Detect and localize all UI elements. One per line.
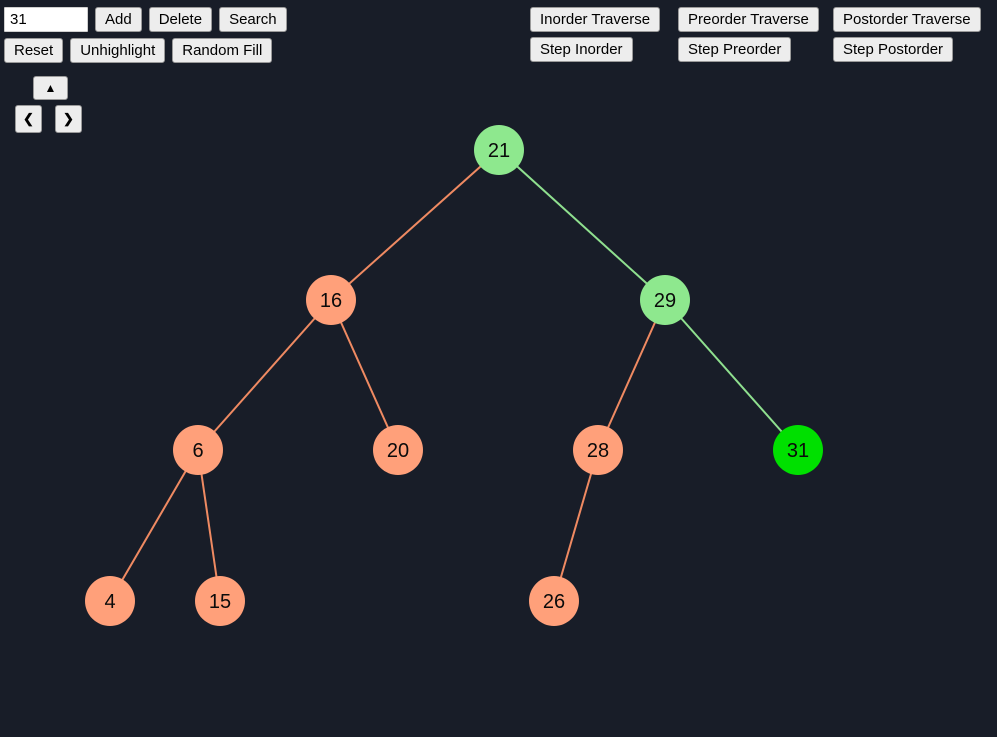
toolbar-left: Add Delete Search Reset Unhighlight Rand… (4, 7, 287, 63)
tree-node-circle (373, 425, 423, 475)
tree-node: 21 (474, 125, 524, 175)
chevron-right-icon: ❯ (63, 111, 74, 126)
tree-node: 31 (773, 425, 823, 475)
value-input[interactable] (4, 7, 88, 32)
traversal-column-inorder: Inorder Traverse Step Inorder (530, 7, 661, 62)
pan-right-button[interactable]: ❯ (55, 105, 82, 133)
postorder-traverse-button[interactable]: Postorder Traverse (833, 7, 981, 32)
toolbar-traversal: Inorder Traverse Step Inorder Preorder T… (0, 7, 997, 67)
tree-node-circle (474, 125, 524, 175)
chevron-left-icon: ❮ (23, 111, 34, 126)
random-fill-button[interactable]: Random Fill (172, 38, 273, 63)
tree-node-circle (529, 576, 579, 626)
tree-edge (109, 449, 199, 602)
tree-node-circle (195, 576, 245, 626)
tree-edge (597, 299, 666, 451)
up-arrow-icon: ▲ (44, 81, 57, 95)
preorder-traverse-button[interactable]: Preorder Traverse (678, 7, 819, 32)
traversal-column-postorder: Postorder Traverse Step Postorder (833, 7, 981, 62)
tree-node: 4 (85, 576, 135, 626)
tree-node-circle (173, 425, 223, 475)
tree-edge (664, 299, 799, 451)
tree-node: 6 (173, 425, 223, 475)
step-inorder-button[interactable]: Step Inorder (530, 37, 633, 62)
toolbar-row-1: Add Delete Search (4, 7, 287, 32)
pan-left-button[interactable]: ❮ (15, 105, 42, 133)
traversal-column-preorder: Preorder Traverse Step Preorder (678, 7, 819, 62)
tree-node-circle (306, 275, 356, 325)
tree-node: 16 (306, 275, 356, 325)
toolbar-row-2: Reset Unhighlight Random Fill (4, 38, 287, 63)
tree-edge (197, 299, 332, 451)
add-button[interactable]: Add (95, 7, 142, 32)
tree-edge (330, 149, 500, 301)
unhighlight-button[interactable]: Unhighlight (70, 38, 166, 63)
tree-node-circle (640, 275, 690, 325)
pan-up-button[interactable]: ▲ (33, 76, 68, 100)
tree-node: 29 (640, 275, 690, 325)
tree-edge (553, 449, 599, 602)
inorder-traverse-button[interactable]: Inorder Traverse (530, 7, 661, 32)
step-preorder-button[interactable]: Step Preorder (678, 37, 792, 62)
tree-node-circle (773, 425, 823, 475)
tree-node: 15 (195, 576, 245, 626)
step-postorder-button[interactable]: Step Postorder (833, 37, 954, 62)
delete-button[interactable]: Delete (148, 7, 213, 32)
tree-node-circle (573, 425, 623, 475)
tree-node-circle (85, 576, 135, 626)
tree-node: 26 (529, 576, 579, 626)
tree-edge (498, 149, 666, 301)
tree-edge (197, 449, 221, 602)
tree-node: 28 (573, 425, 623, 475)
tree-node: 20 (373, 425, 423, 475)
search-button[interactable]: Search (219, 7, 287, 32)
tree-edge (330, 299, 399, 451)
reset-button[interactable]: Reset (4, 38, 64, 63)
